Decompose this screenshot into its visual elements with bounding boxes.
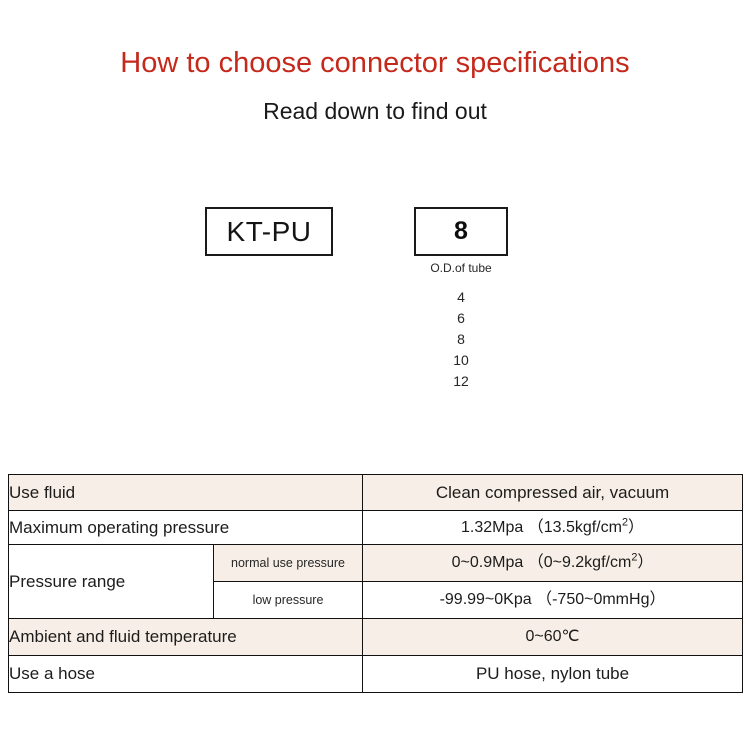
- row-label: Use fluid: [7, 474, 364, 511]
- row-label: Ambient and fluid temperature: [7, 618, 364, 656]
- od-of-tube-option-list: 4 6 8 10 12: [394, 287, 528, 392]
- od-of-tube-caption: O.D.of tube: [430, 261, 492, 275]
- od-option: 6: [457, 310, 465, 326]
- row-sublabel: low pressure: [212, 581, 364, 619]
- page-subtitle: Read down to find out: [263, 98, 487, 124]
- table-row: Ambient and fluid temperature 0~60℃: [7, 618, 744, 656]
- series-code-value: KT-PU: [226, 215, 312, 247]
- page-title: How to choose connector specifications: [120, 47, 630, 79]
- tube-size-value: 8: [454, 217, 468, 245]
- series-code-box: KT-PU: [205, 207, 333, 256]
- tube-size-box: 8: [414, 207, 508, 256]
- od-option: 8: [457, 331, 465, 347]
- row-sublabel: normal use pressure: [212, 544, 364, 582]
- part-code-row: KT-PU 8: [0, 207, 750, 257]
- table-row: Maximum operating pressure 1.32Mpa （13.5…: [7, 510, 744, 545]
- row-value: Clean compressed air, vacuum: [362, 474, 744, 511]
- table-row: Use a hose PU hose, nylon tube: [7, 655, 744, 693]
- row-value: 0~60℃: [362, 618, 744, 656]
- od-of-tube-column: O.D.of tube 4 6 8 10 12: [394, 260, 528, 392]
- row-label: Maximum operating pressure: [7, 510, 364, 545]
- table-row: Use fluid Clean compressed air, vacuum: [7, 474, 744, 511]
- row-value: PU hose, nylon tube: [362, 655, 744, 693]
- od-option: 10: [453, 352, 469, 368]
- table-row: Pressure range normal use pressure 0~0.9…: [8, 544, 744, 619]
- specification-table: Use fluid Clean compressed air, vacuum M…: [7, 474, 744, 693]
- specification-table-wrapper: Use fluid Clean compressed air, vacuum M…: [7, 474, 744, 693]
- row-value: 0~0.9Mpa （0~9.2kgf/cm2）: [362, 544, 744, 582]
- table-row: low pressure -99.99~0Kpa （-750~0mmHg）: [9, 581, 744, 619]
- row-value: -99.99~0Kpa （-750~0mmHg）: [362, 581, 744, 619]
- row-label: Pressure range: [8, 544, 214, 619]
- row-value: 1.32Mpa （13.5kgf/cm2）: [362, 510, 744, 545]
- od-option: 4: [457, 289, 465, 305]
- heading-block: How to choose connector specifications R…: [0, 44, 750, 126]
- row-label: Use a hose: [7, 655, 364, 693]
- od-option: 12: [453, 373, 469, 389]
